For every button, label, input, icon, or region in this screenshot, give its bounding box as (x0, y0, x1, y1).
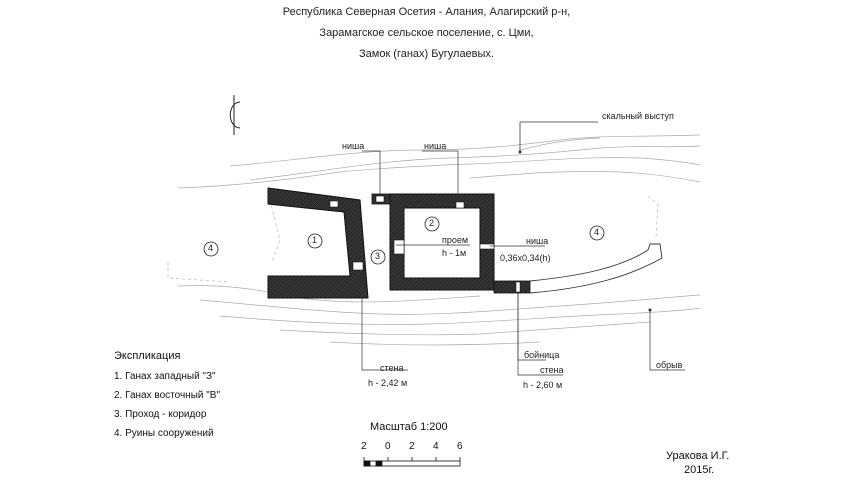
title-line-1: Республика Северная Осетия - Алания, Ала… (282, 6, 571, 18)
scale-tick-2: 2 (409, 441, 415, 452)
title-line-2: Зарамагское сельское поселение, с. Цми, (319, 27, 534, 39)
cliff-point (648, 308, 652, 312)
ruins-outline (167, 195, 659, 283)
opening-hole (393, 239, 405, 255)
title-line-3: Замок (ганах) Бугулаевых. (359, 48, 494, 60)
label-wall-right-h: h - 2,60 м (523, 380, 563, 390)
label-wall-left: стена (380, 363, 404, 373)
scale-bar (363, 457, 461, 467)
label-cliff: обрыв (656, 360, 683, 370)
west-opening (352, 261, 364, 271)
legend-title: Экспликация (114, 350, 181, 362)
terrain-top (177, 123, 701, 189)
niche-right-hole (479, 243, 495, 250)
label-loophole: бойница (524, 350, 560, 360)
scale-tick-1: 0 (385, 441, 391, 452)
loophole (515, 281, 521, 293)
author-name: Уракова И.Г. (666, 450, 730, 462)
label-niche-right-size: 0,36х0,34(h) (500, 253, 551, 263)
terrain-bottom (177, 285, 701, 346)
scale-tick-4: 6 (457, 441, 463, 452)
legend-item-3: 3. Проход - коридор (114, 409, 207, 420)
leader-lines (361, 121, 685, 376)
marker-4-east: 4 (594, 227, 600, 237)
marker-3: 3 (375, 251, 381, 261)
label-rock: скальный выступ (602, 111, 674, 121)
legend-item-2: 2. Ганах восточный "В" (114, 390, 221, 401)
label-wall-left-h: h - 2,42 м (368, 378, 408, 388)
author-year: 2015г. (684, 464, 715, 476)
legend-item-4: 4. Руины сооружений (114, 428, 214, 439)
east-curved-wall (529, 243, 663, 294)
label-opening: проем (442, 235, 469, 245)
east-wall-block (493, 280, 531, 294)
label-opening-h: h - 1м (442, 248, 467, 258)
west-niche (329, 200, 339, 208)
north-arrow-icon (229, 95, 241, 135)
niche-left-hole (375, 195, 385, 203)
marker-circles (203, 216, 605, 265)
niche-mid-hole (455, 201, 465, 209)
rock-point (518, 150, 522, 154)
label-niche-right: ниша (526, 236, 549, 246)
wall-left-point (360, 288, 364, 292)
legend-item-1: 1. Ганах западный "З" (114, 371, 216, 382)
marker-1: 1 (312, 235, 318, 245)
scale-title: Масштаб 1:200 (370, 421, 448, 433)
label-wall-right: стена (540, 365, 564, 375)
marker-4-west: 4 (208, 243, 214, 253)
scale-tick-3: 4 (433, 441, 439, 452)
scale-tick-0: 2 (361, 441, 367, 452)
label-niche-mid: ниша (424, 141, 447, 151)
east-ganakh-walls (389, 193, 495, 291)
west-ganakh-walls (267, 187, 369, 299)
marker-2: 2 (429, 218, 435, 228)
label-niche-left: ниша (342, 141, 365, 151)
